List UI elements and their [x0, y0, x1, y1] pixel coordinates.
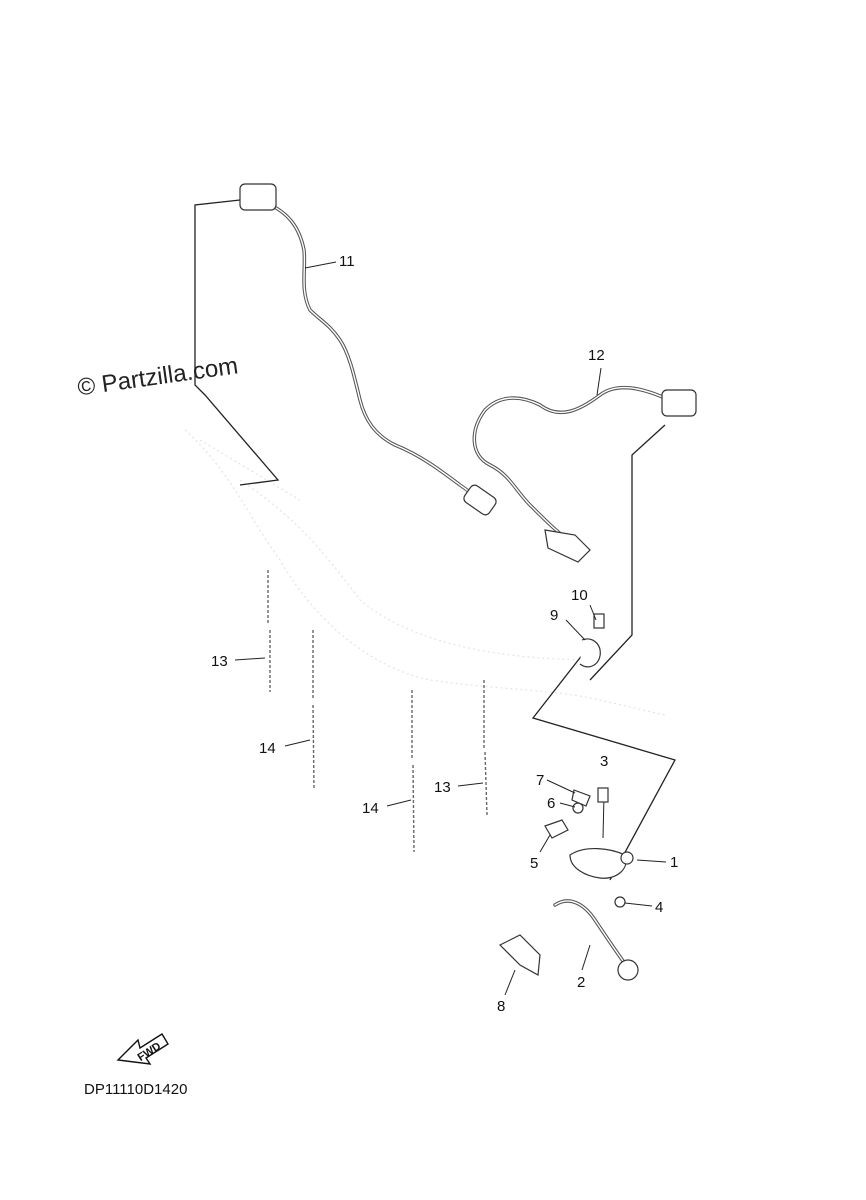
callout-14-right: 14 — [362, 800, 379, 817]
bolt-part-5 — [544, 819, 569, 839]
callout-13-right: 13 — [434, 779, 451, 796]
callout-14-left: 14 — [259, 740, 276, 757]
end-part-2 — [617, 959, 639, 981]
frame-line-right — [531, 424, 676, 881]
hose-11-lower-fitting — [463, 484, 497, 516]
bolts-13-14 — [267, 570, 488, 853]
hose-part-12 — [472, 385, 697, 563]
bracket-part-1 — [569, 848, 627, 879]
callout-6: 6 — [547, 795, 555, 812]
callout-2: 2 — [577, 974, 585, 991]
callout-11: 11 — [339, 253, 355, 270]
callout-4: 4 — [655, 899, 663, 916]
leader-lines — [234, 261, 667, 996]
bolt-part-3 — [597, 787, 609, 803]
assembly-parts-1-7 — [498, 787, 639, 981]
callout-10: 10 — [571, 587, 588, 604]
cover-part-8 — [498, 934, 541, 976]
diagram-code: DP11110D1420 — [84, 1081, 187, 1098]
hose-11-upper-fitting — [239, 183, 277, 211]
callout-5: 5 — [530, 855, 538, 872]
callout-9: 9 — [550, 607, 558, 624]
washer-part-4 — [614, 896, 626, 908]
callout-1: 1 — [670, 854, 678, 871]
fitting-part-1 — [620, 851, 634, 865]
frame-line-left — [194, 199, 280, 486]
callout-13-left: 13 — [211, 653, 228, 670]
hose-12-upper-fitting — [661, 389, 697, 417]
ghost-body-outline — [184, 429, 666, 716]
callout-3: 3 — [600, 753, 608, 770]
callout-12: 12 — [588, 347, 605, 364]
fwd-arrow-icon: FWD — [116, 1033, 169, 1065]
screw-part-7 — [571, 789, 591, 807]
clip-part-10 — [593, 613, 605, 629]
clamp-part-9 — [579, 638, 601, 668]
hose-part-11 — [239, 183, 497, 516]
hose-12-lower-fitting — [544, 529, 591, 563]
watermark-text: © Partzilla.com — [76, 352, 240, 401]
callout-7: 7 — [536, 772, 544, 789]
callout-8: 8 — [497, 998, 505, 1015]
